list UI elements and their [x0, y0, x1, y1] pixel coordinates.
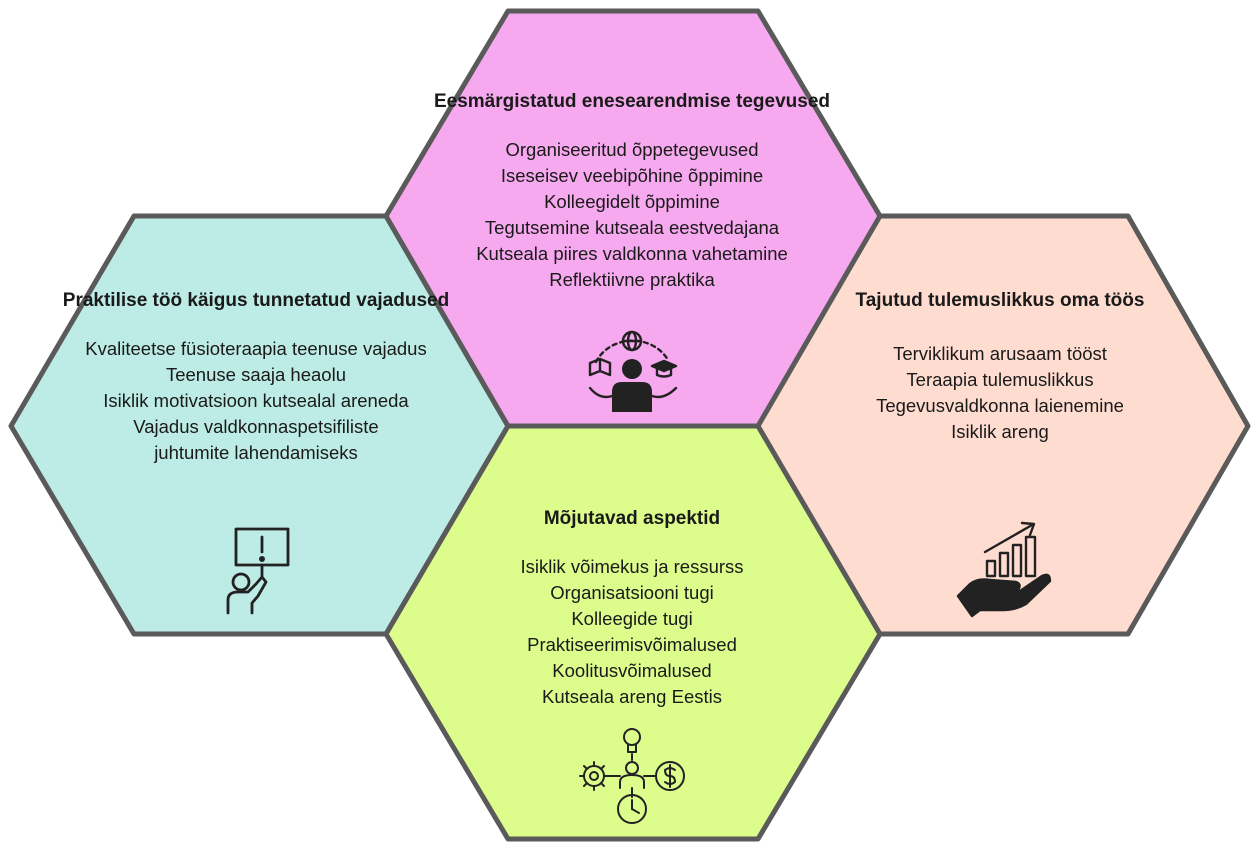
hexagon-bottom-title: Mõjutavad aspektid — [543, 508, 721, 529]
hexagon-left-item: Kvaliteetse füsioteraapia teenuse vajadu… — [85, 338, 427, 359]
hexagon-right-item: Teraapia tulemuslikkus — [906, 369, 1094, 390]
hexagon-bottom-item: Kutseala areng Eestis — [542, 686, 722, 707]
hexagon-right-item: Terviklikum arusaam tööst — [893, 343, 1107, 364]
hexagon-bottom-item: Kolleegide tugi — [571, 608, 693, 629]
hexagon-top-item: Reflektiivne praktika — [549, 269, 715, 290]
person-resources-icon — [579, 728, 685, 824]
hexagon-top-item: Kolleegidelt õppimine — [544, 191, 720, 212]
hexagon-top-title: Eesmärgistatud enesearendmise tegevused — [433, 91, 830, 112]
hexagon-bottom — [383, 423, 883, 842]
person-holding-sign-icon — [226, 527, 290, 615]
hexagon-top-item: Kutseala piires valdkonna vahetamine — [476, 243, 788, 264]
hexagon-right-title: Tajutud tulemuslikkus oma töös — [855, 290, 1145, 311]
learning-person-icon — [588, 330, 678, 412]
hexagon-bottom-item: Koolitusvõimalused — [552, 660, 712, 681]
hexagon-right-item: Tegevusvaldkonna laienemine — [876, 395, 1124, 416]
hexagon-bottom-content: Mõjutavad aspektid Isiklik võimekus ja r… — [462, 504, 802, 710]
growth-chart-hand-icon — [956, 521, 1052, 618]
hexagon-top-content: Eesmärgistatud enesearendmise tegevused … — [432, 87, 832, 293]
hexagon-left-title: Praktilise töö käigus tunnetatud vajadus… — [62, 290, 450, 311]
hexagon-top-item: Iseseisev veebipõhine õppimine — [500, 165, 764, 186]
hexagon-top-item: Tegutsemine kutseala eestvedajana — [484, 217, 780, 238]
hexagon-bottom-item: Isiklik võimekus ja ressurss — [520, 556, 744, 577]
hexagon-left-item: Isiklik motivatsioon kutsealal areneda — [103, 390, 409, 411]
hexagon-left-content: Praktilise töö käigus tunnetatud vajadus… — [36, 286, 476, 466]
hexagon-right-item: Isiklik areng — [951, 421, 1049, 442]
hexagon-bottom-item: Organisatsiooni tugi — [550, 582, 714, 603]
hexagon-right-content: Tajutud tulemuslikkus oma töös Terviklik… — [790, 286, 1210, 445]
hexagon-left-item: juhtumite lahendamiseks — [154, 442, 358, 463]
hexagon-bottom-item: Praktiseerimisvõimalused — [527, 634, 737, 655]
hexagon-left-item: Teenuse saaja heaolu — [165, 364, 346, 385]
hexagon-left-item: Vajadus valdkonnaspetsifiliste — [133, 416, 379, 437]
hexagon-top-item: Organiseeritud õppetegevused — [505, 139, 759, 160]
